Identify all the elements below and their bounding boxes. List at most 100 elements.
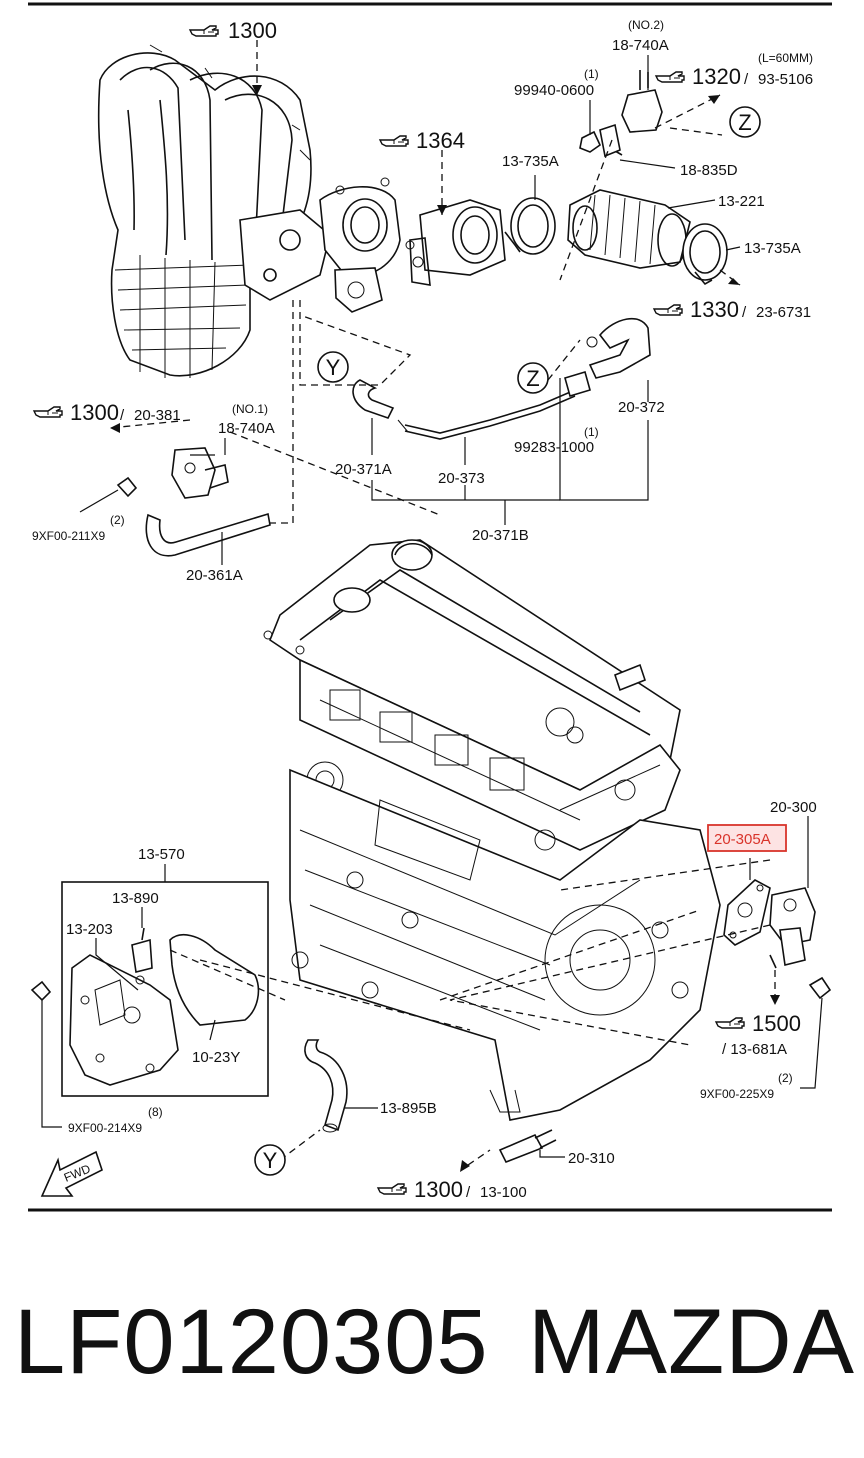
- label-13-570[interactable]: 13-570: [138, 846, 185, 863]
- svg-text:1330: 1330: [690, 297, 739, 322]
- label-20-300[interactable]: 20-300: [770, 799, 817, 816]
- ref-1330[interactable]: 1330 / 23-6731: [653, 297, 811, 322]
- pointing-hand-icon: [377, 1183, 407, 1195]
- label-qty-1a: (1): [584, 67, 599, 81]
- mark-y-bottom: Y: [254, 1144, 286, 1176]
- label-qty-2a: (2): [110, 513, 125, 527]
- bolt-9XF00-211X9-drawing: [116, 476, 138, 498]
- solenoid-no2-drawing: [599, 70, 663, 158]
- label-18-835D[interactable]: 18-835D: [680, 162, 738, 179]
- label-qty-2b: (2): [778, 1071, 793, 1085]
- label-20-310[interactable]: 20-310: [568, 1150, 615, 1167]
- forward-arrow-icon: FWD: [40, 1150, 103, 1197]
- svg-text:/: /: [466, 1184, 471, 1201]
- ref-1320[interactable]: (L=60MM) 1320 / 93-5106: [655, 51, 813, 89]
- pointing-hand-icon: [379, 135, 409, 147]
- svg-text:Y: Y: [263, 1148, 278, 1173]
- arrowheads: [110, 85, 780, 1172]
- pointing-hand-icon: [653, 304, 683, 316]
- dashed-leaders: [109, 40, 776, 1166]
- svg-text:/ 13-681A: / 13-681A: [722, 1041, 787, 1058]
- intake-manifold-drawing: [97, 44, 415, 378]
- svg-text:1300: 1300: [228, 18, 277, 43]
- pcv-pipe-20-373-drawing: [397, 389, 576, 440]
- label-9XF00-214X9[interactable]: 9XF00-214X9: [68, 1121, 142, 1135]
- svg-text:/: /: [744, 71, 749, 88]
- svg-text:Y: Y: [326, 355, 341, 380]
- pointing-hand-icon: [715, 1017, 745, 1029]
- label-10-23Y[interactable]: 10-23Y: [192, 1049, 240, 1066]
- label-13-735A-top[interactable]: 13-735A: [502, 153, 559, 170]
- solenoid-no1-drawing: [171, 447, 229, 499]
- sensor-20-310-drawing: [498, 1129, 557, 1164]
- label-18-740A-top[interactable]: 18-740A: [612, 37, 669, 54]
- label-13-890[interactable]: 13-890: [112, 890, 159, 907]
- hose-clamp-upper-drawing: [504, 197, 556, 255]
- svg-text:13-100: 13-100: [480, 1184, 527, 1201]
- leader-lines: [41, 55, 823, 1158]
- svg-text:20-305A: 20-305A: [714, 831, 771, 848]
- mark-z-middle: Z: [517, 362, 549, 394]
- mark-z-top: Z: [729, 106, 761, 138]
- ref-1500[interactable]: 1500 / 13-681A: [715, 1011, 801, 1058]
- label-20-371A[interactable]: 20-371A: [335, 461, 392, 478]
- svg-text:/: /: [120, 407, 125, 424]
- bolt-9XF00-214X9-drawing: [30, 980, 52, 1002]
- label-18-740A-left[interactable]: 18-740A: [218, 420, 275, 437]
- pointing-hand-icon: [33, 406, 63, 418]
- pointing-hand-icon: [189, 25, 219, 37]
- hose-13-895B-drawing: [304, 1039, 348, 1133]
- pointing-hand-icon: [655, 71, 685, 83]
- svg-text:1300: 1300: [70, 400, 119, 425]
- label-20-305A-highlighted[interactable]: 20-305A: [707, 824, 787, 852]
- hose-20-361A-drawing: [145, 512, 271, 557]
- svg-text:20-381: 20-381: [134, 407, 181, 424]
- ref-1364[interactable]: 1364: [379, 128, 465, 153]
- part-number-caption: LF0120305: [14, 1291, 489, 1393]
- label-9XF00-211X9[interactable]: 9XF00-211X9: [32, 529, 105, 543]
- pcv-hose-20-371A-drawing: [352, 379, 395, 419]
- hose-clamp-lower-drawing: [682, 223, 728, 286]
- label-20-372[interactable]: 20-372: [618, 399, 665, 416]
- pcv-valve-99283-drawing: [564, 370, 591, 398]
- label-13-221[interactable]: 13-221: [718, 193, 765, 210]
- mark-y-top: Y: [317, 351, 349, 383]
- svg-text:93-5106: 93-5106: [758, 71, 813, 88]
- sensor-20-300-drawing: [769, 887, 816, 969]
- label-99283-1000[interactable]: 99283-1000: [514, 439, 594, 456]
- air-duct-drawing: [567, 189, 691, 269]
- label-no1: (NO.1): [232, 402, 268, 416]
- oil-separator-drawing: [61, 881, 269, 1097]
- label-9XF00-225X9[interactable]: 9XF00-225X9: [700, 1087, 774, 1101]
- svg-text:1364: 1364: [416, 128, 465, 153]
- ref-1300-left[interactable]: 1300 / 20-381: [33, 400, 181, 425]
- label-13-203[interactable]: 13-203: [66, 921, 113, 938]
- ref-1300-bottom[interactable]: 1300 / 13-100: [377, 1177, 527, 1202]
- svg-text:(L=60MM): (L=60MM): [758, 51, 813, 65]
- svg-text:23-6731: 23-6731: [756, 304, 811, 321]
- label-20-361A[interactable]: 20-361A: [186, 567, 243, 584]
- bolt-9XF00-225X9-drawing: [808, 976, 832, 1000]
- pcv-hose-20-372-drawing: [586, 317, 651, 379]
- svg-text:Z: Z: [738, 110, 751, 135]
- engine-block-drawing: [263, 539, 721, 1121]
- label-13-735A-right[interactable]: 13-735A: [744, 240, 801, 257]
- gasket-20-305A-drawing: [723, 879, 771, 946]
- svg-text:1300: 1300: [414, 1177, 463, 1202]
- svg-text:1500: 1500: [752, 1011, 801, 1036]
- ref-1300-top[interactable]: 1300: [189, 18, 277, 43]
- label-20-371B[interactable]: 20-371B: [472, 527, 529, 544]
- label-qty-1b: (1): [584, 425, 599, 439]
- label-qty-8: (8): [148, 1105, 163, 1119]
- brand-caption: MAZDA: [528, 1291, 855, 1393]
- svg-text:/: /: [742, 304, 747, 321]
- svg-text:1320: 1320: [692, 64, 741, 89]
- label-99940-0600[interactable]: 99940-0600: [514, 82, 594, 99]
- label-13-895B[interactable]: 13-895B: [380, 1100, 437, 1117]
- label-no2: (NO.2): [628, 18, 664, 32]
- label-20-373[interactable]: 20-373: [438, 470, 485, 487]
- svg-text:Z: Z: [526, 366, 539, 391]
- throttle-body-drawing: [409, 199, 506, 286]
- bolt-99940-drawing: [579, 130, 602, 153]
